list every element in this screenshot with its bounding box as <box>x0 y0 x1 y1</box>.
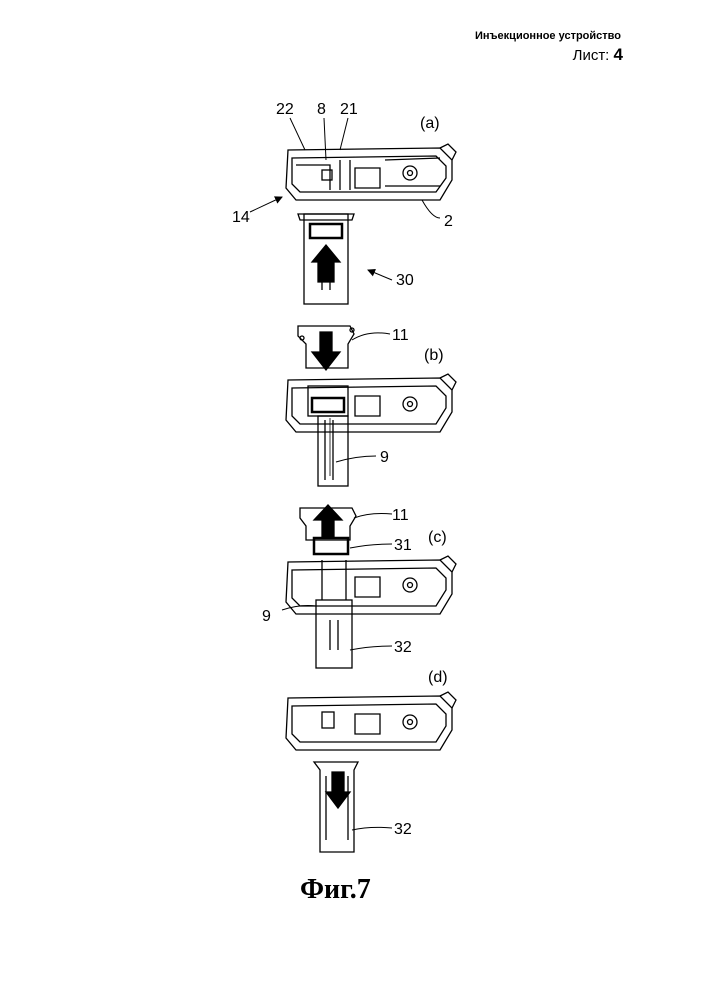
ref-32-c: 32 <box>394 639 412 656</box>
ref-30: 30 <box>396 272 414 289</box>
ref-21: 21 <box>340 101 358 118</box>
ref-9-c: 9 <box>262 608 271 625</box>
panel-a-label: (a) <box>420 115 440 132</box>
panel-b-label: (b) <box>424 347 444 364</box>
ref-8: 8 <box>317 101 326 118</box>
ref-32-d: 32 <box>394 821 412 838</box>
ref-11-c: 11 <box>392 507 409 524</box>
panel-a-leaders <box>250 118 440 280</box>
ref-14: 14 <box>232 209 250 226</box>
ref-31: 31 <box>394 537 412 554</box>
ref-22: 22 <box>276 101 294 118</box>
panel-d-label: (d) <box>428 669 448 686</box>
panel-c-label: (c) <box>428 529 447 546</box>
panel-a <box>286 144 456 304</box>
needle-shield-32 <box>316 600 352 668</box>
panel-c-leaders <box>282 514 392 651</box>
panel-d-leaders <box>352 827 392 830</box>
figure-caption: Фиг.7 <box>300 874 371 906</box>
ref-9-b: 9 <box>380 449 389 466</box>
ref-2: 2 <box>444 213 453 230</box>
ref-11-b: 11 <box>392 327 409 344</box>
